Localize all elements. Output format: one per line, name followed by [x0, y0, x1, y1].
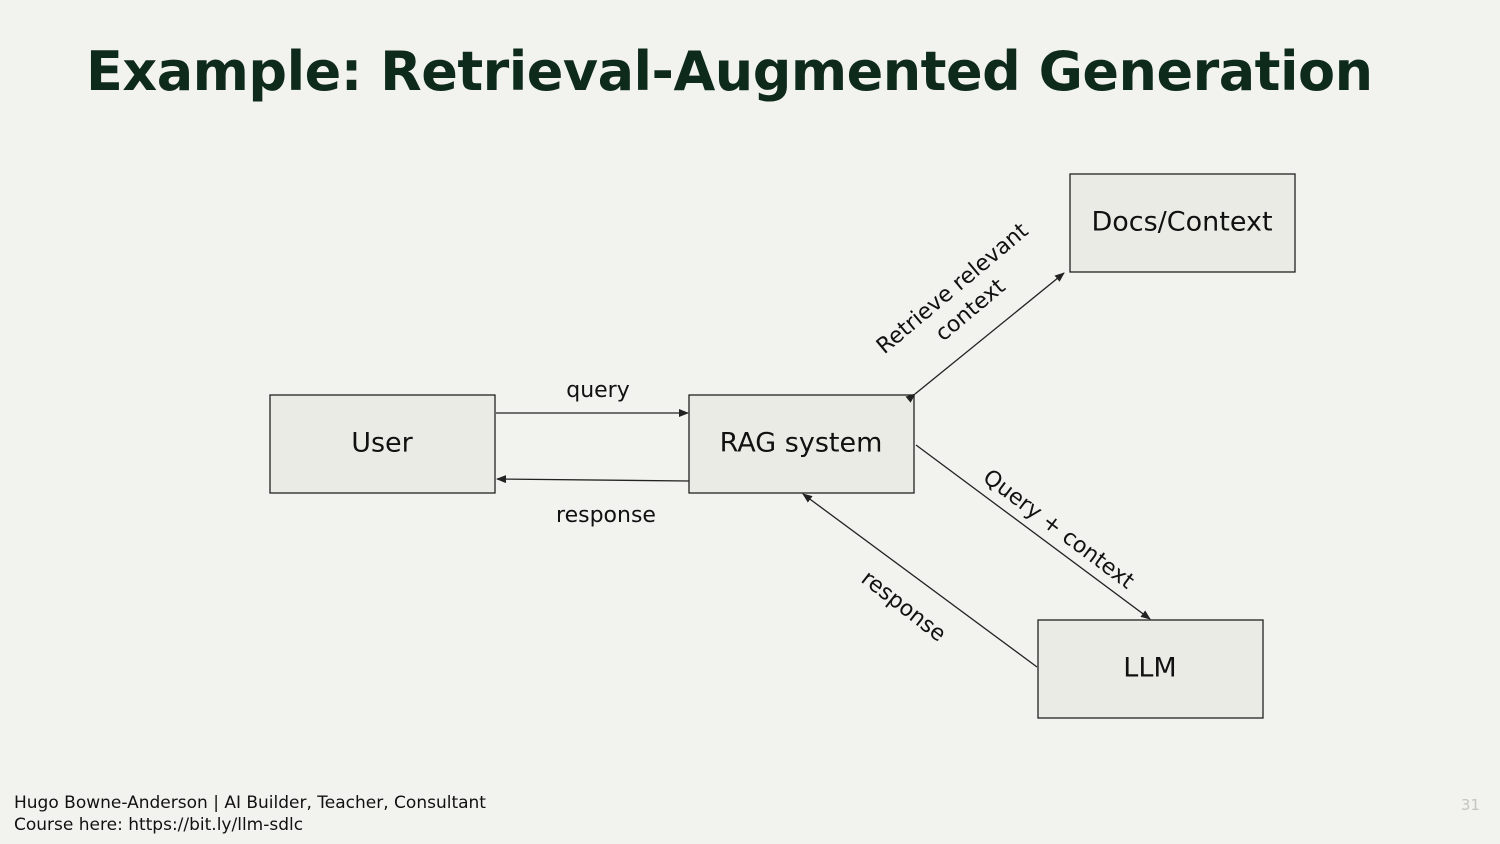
- edge-response-to-user: [496, 475, 690, 484]
- node-docs-context-label: Docs/Context: [1091, 207, 1272, 238]
- edge-query-context: [915, 444, 1151, 620]
- node-rag-system-label: RAG system: [720, 428, 883, 459]
- footer-author: Hugo Bowne-Anderson | AI Builder, Teache…: [14, 793, 486, 813]
- edge-response-from-llm: [802, 493, 1038, 668]
- node-user: User: [269, 394, 496, 494]
- node-rag-system: RAG system: [688, 394, 915, 494]
- edge-response-from-llm-label: response: [856, 566, 950, 647]
- node-user-label: User: [351, 428, 413, 459]
- slide-title: Example: Retrieval-Augmented Generation: [86, 40, 1373, 103]
- edge-retrieve-context: [905, 272, 1065, 403]
- footer: Hugo Bowne-Anderson | AI Builder, Teache…: [14, 792, 486, 836]
- footer-course-link: Course here: https://bit.ly/llm-sdlc: [14, 815, 304, 835]
- page-number: 31: [1460, 796, 1480, 814]
- node-docs-context: Docs/Context: [1069, 173, 1296, 273]
- edge-query-label: query: [566, 378, 630, 403]
- edge-query-context-label: Query + context: [978, 465, 1139, 595]
- node-llm-label: LLM: [1123, 653, 1176, 684]
- node-llm: LLM: [1037, 619, 1264, 719]
- edge-response-to-user-label: response: [556, 503, 656, 528]
